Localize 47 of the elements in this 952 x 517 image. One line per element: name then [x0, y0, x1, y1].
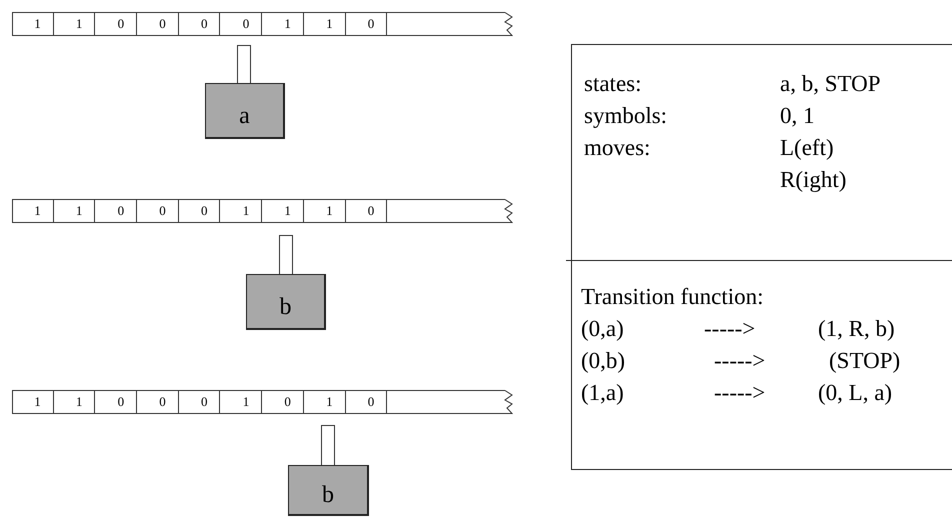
- tape-cell: 0: [137, 390, 179, 414]
- tape-cell: 0: [95, 390, 138, 414]
- panel-text: ----->: [714, 347, 766, 375]
- read-head-box: b: [288, 465, 369, 516]
- tape-cell: 1: [262, 12, 304, 36]
- panel-text: a, b, STOP: [780, 70, 881, 98]
- panel-text: ----->: [714, 379, 766, 407]
- tape-cell: 1: [220, 390, 262, 414]
- tape-cell: 1: [54, 390, 96, 414]
- tape-cell: 0: [178, 12, 220, 36]
- read-head-box: a: [205, 83, 285, 139]
- tape-cell: 1: [12, 390, 54, 414]
- tape-cell: 1: [220, 199, 262, 223]
- tape-cell: 0: [137, 199, 179, 223]
- panel-text: (0,a): [581, 315, 624, 343]
- tape-cell: 1: [304, 12, 346, 36]
- panel-text: (0,b): [581, 347, 626, 375]
- panel-text: symbols:: [584, 102, 668, 130]
- tape-cell: 1: [54, 199, 96, 223]
- tape-cell: 1: [262, 199, 304, 223]
- panel-text: (0, L, a): [818, 379, 892, 407]
- tape-cell: 0: [220, 12, 262, 36]
- tape-cell: 0: [262, 390, 304, 414]
- panel-text: 0, 1: [780, 102, 814, 130]
- tape-cell: 0: [95, 12, 138, 36]
- tape-cell: 1: [12, 12, 54, 36]
- panel-text: (1, R, b): [818, 315, 895, 343]
- tape-cell: 1: [304, 390, 346, 414]
- panel-text: R(ight): [780, 166, 846, 194]
- panel-text: (STOP): [829, 347, 900, 375]
- tape-cell: 1: [54, 12, 96, 36]
- panel-text: Transition function:: [581, 283, 764, 311]
- tape-cell: 0: [346, 390, 388, 414]
- panel-text: moves:: [584, 134, 650, 162]
- tape-cell: 0: [178, 199, 220, 223]
- tape-cell: 1: [304, 199, 346, 223]
- tape-cell: 0: [95, 199, 138, 223]
- tape-cell: 0: [346, 12, 388, 36]
- panel-text: ----->: [704, 315, 756, 343]
- tape-cell: 1: [12, 199, 54, 223]
- read-head-box: b: [246, 274, 326, 330]
- panel-text: states:: [584, 70, 642, 98]
- tape-cell: 0: [346, 199, 388, 223]
- tape-cell: 0: [137, 12, 179, 36]
- panel-text: L(eft): [780, 134, 834, 162]
- tape-cell: 0: [178, 390, 220, 414]
- panel-text: (1,a): [581, 379, 624, 407]
